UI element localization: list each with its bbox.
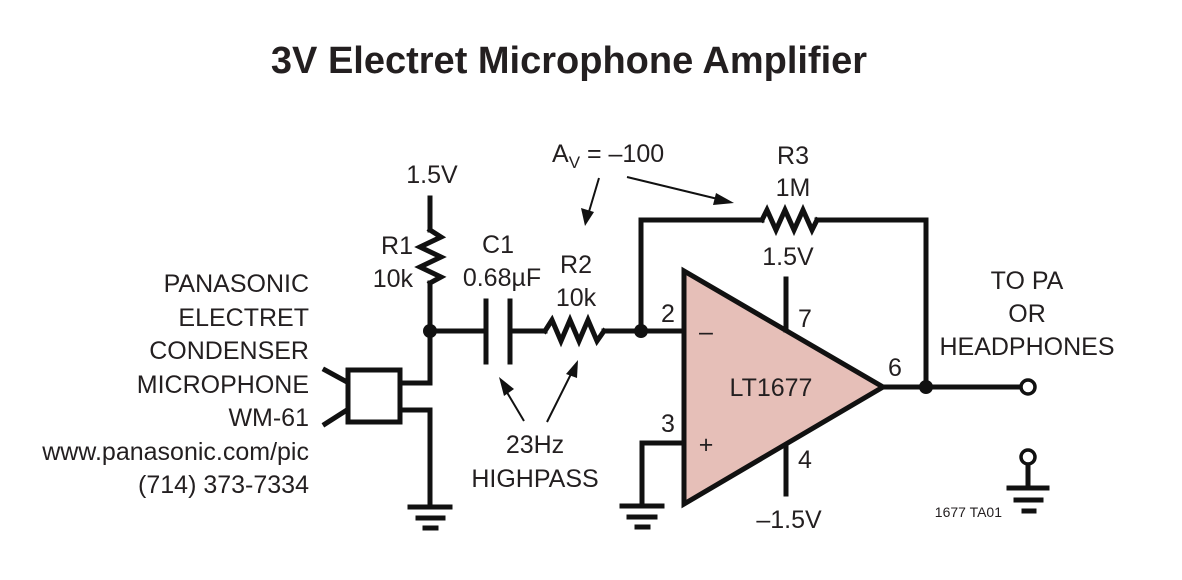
supply-label-top: 1.5V bbox=[406, 161, 458, 189]
mic-wire-bottom bbox=[399, 407, 433, 508]
vminus-label: –1.5V bbox=[756, 506, 822, 534]
opamp: LT1677 – + 2 3 7 4 6 1.5V –1.5V bbox=[661, 243, 902, 534]
pin-label-4: 4 bbox=[798, 446, 812, 474]
output-line-2: OR bbox=[1008, 300, 1046, 328]
mic-lead-top bbox=[321, 366, 351, 386]
r2-value: 10k bbox=[556, 284, 597, 312]
feedback-wire-left bbox=[638, 217, 765, 334]
pin-label-2: 2 bbox=[661, 300, 675, 328]
r1-resistor bbox=[414, 226, 447, 287]
output-terminal bbox=[1019, 378, 1037, 396]
microphone-symbol bbox=[321, 327, 433, 508]
highpass-label: HIGHPASS bbox=[471, 465, 598, 493]
arrowhead-r2-hp bbox=[566, 360, 578, 378]
c1-value: 0.68µF bbox=[463, 264, 541, 292]
r3-value: 1M bbox=[776, 174, 811, 202]
mic-lead-bottom bbox=[321, 406, 351, 428]
junction-node-output bbox=[919, 380, 933, 394]
microphone-body bbox=[345, 367, 403, 425]
feedback-wire-right bbox=[814, 217, 929, 389]
c1-ref: C1 bbox=[482, 231, 514, 259]
mic-line-6: www.panasonic.com/pic bbox=[41, 438, 309, 466]
r3-resistor bbox=[758, 203, 821, 237]
gain-label: AV = –100 bbox=[552, 140, 664, 172]
diagram-title: 3V Electret Microphone Amplifier bbox=[271, 40, 867, 82]
r1-value: 10k bbox=[373, 265, 414, 293]
mic-line-3: CONDENSER bbox=[149, 337, 309, 365]
output-ground-terminal bbox=[1006, 448, 1050, 514]
noninverting-input-wire bbox=[639, 440, 686, 507]
mic-line-7: (714) 373-7334 bbox=[138, 471, 309, 499]
arrowhead-r3 bbox=[713, 193, 734, 205]
ground-symbol-opamp bbox=[619, 503, 665, 530]
pin-label-7: 7 bbox=[798, 305, 812, 333]
mic-line-4: MICROPHONE bbox=[137, 371, 309, 399]
r1-ref: R1 bbox=[381, 232, 413, 260]
mic-line-2: ELECTRET bbox=[178, 304, 309, 332]
microphone-label: PANASONIC ELECTRET CONDENSER MICROPHONE … bbox=[41, 270, 309, 499]
gain-subscript: V bbox=[569, 153, 581, 172]
pin-label-6: 6 bbox=[888, 354, 902, 382]
ground-symbol-mic bbox=[407, 504, 453, 531]
highpass-arrow-to-c1 bbox=[504, 388, 525, 422]
opamp-minus-sign: – bbox=[699, 318, 713, 346]
gain-annotation: AV = –100 bbox=[552, 140, 734, 226]
output-line-3: HEADPHONES bbox=[939, 333, 1114, 361]
highpass-annotation: 23Hz HIGHPASS bbox=[471, 360, 599, 493]
mic-wire-top bbox=[399, 327, 433, 386]
arrowhead-c1 bbox=[499, 377, 514, 396]
mic-line-1: PANASONIC bbox=[164, 270, 309, 298]
r2-ref: R2 bbox=[560, 251, 592, 279]
pin-label-3: 3 bbox=[661, 410, 675, 438]
highpass-arrow-to-r2 bbox=[546, 369, 574, 423]
r2-resistor bbox=[541, 313, 608, 348]
gain-arrow-to-r2 bbox=[587, 177, 600, 216]
highpass-freq: 23Hz bbox=[506, 431, 564, 459]
opamp-part-number: LT1677 bbox=[730, 374, 813, 402]
ground-terminal bbox=[1019, 448, 1037, 466]
gain-prefix: A bbox=[552, 140, 569, 168]
vplus-label: 1.5V bbox=[762, 243, 814, 271]
opamp-plus-sign: + bbox=[699, 431, 714, 459]
r3-ref: R3 bbox=[777, 142, 809, 170]
arrowhead-r2 bbox=[581, 208, 594, 226]
figure-id: 1677 TA01 bbox=[935, 504, 1002, 520]
gain-expression: = –100 bbox=[580, 140, 664, 168]
mic-line-5: WM-61 bbox=[228, 404, 309, 432]
gain-arrow-to-r3 bbox=[626, 176, 723, 201]
output-line-1: TO PA bbox=[991, 267, 1064, 295]
